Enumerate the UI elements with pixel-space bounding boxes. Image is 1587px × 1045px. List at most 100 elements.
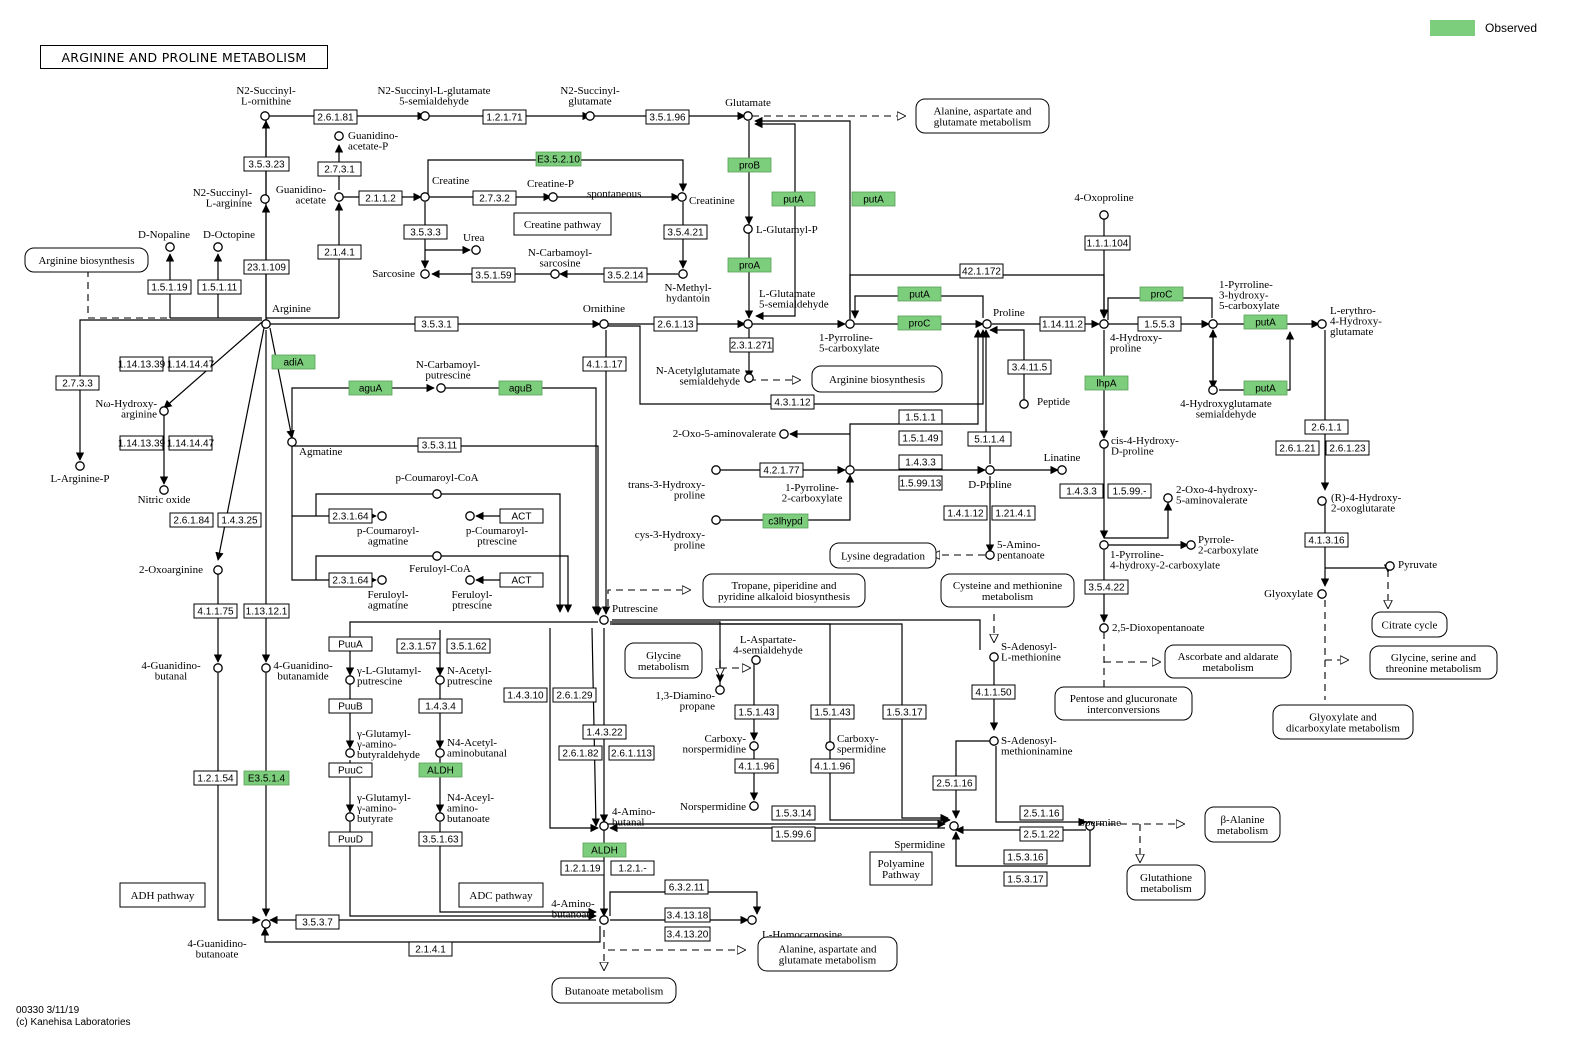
enzyme-box[interactable]: [119, 356, 164, 372]
compound-linatine[interactable]: Linatine: [1044, 452, 1081, 475]
compound-node[interactable]: [989, 736, 999, 746]
enzyme-box[interactable]: [408, 941, 453, 957]
enzyme-box-e32[interactable]: 1.14.13.39: [118, 356, 166, 372]
enzyme-box[interactable]: [472, 190, 517, 206]
enzyme-box[interactable]: [313, 109, 358, 125]
compound-node[interactable]: [1085, 821, 1095, 831]
compound-node[interactable]: [599, 915, 609, 925]
pathway-link-m2[interactable]: Creatine pathway: [513, 212, 612, 236]
pathway-link-box[interactable]: [757, 936, 898, 972]
compound-node[interactable]: [1208, 385, 1218, 395]
compound-node[interactable]: [435, 748, 445, 758]
enzyme-observed-box[interactable]: [243, 770, 290, 786]
enzyme-box[interactable]: [770, 394, 815, 410]
enzyme-box-e90[interactable]: E3.5.1.4: [243, 770, 290, 786]
compound-node[interactable]: [1186, 540, 1196, 550]
compound-node[interactable]: [345, 748, 355, 758]
compound-guanacetp[interactable]: Guanidino-acetate-P: [334, 130, 399, 153]
compound-nmethhyd[interactable]: N-Methyl-hydantoin: [664, 269, 712, 305]
enzyme-box-e46[interactable]: 2.6.1.21: [1275, 440, 1320, 456]
enzyme-box-e84[interactable]: PuuC: [328, 762, 373, 778]
compound-node[interactable]: [585, 111, 595, 121]
enzyme-box-e75[interactable]: PuuB: [328, 698, 373, 714]
enzyme-observed-box[interactable]: [418, 762, 463, 778]
enzyme-box[interactable]: [168, 435, 213, 451]
enzyme-observed-box[interactable]: [348, 380, 393, 396]
enzyme-box[interactable]: [328, 831, 373, 847]
enzyme-box[interactable]: [168, 356, 213, 372]
compound-pyruvate[interactable]: Pyruvate: [1385, 559, 1437, 571]
compound-node[interactable]: [779, 429, 789, 439]
enzyme-box[interactable]: [771, 805, 816, 821]
compound-node[interactable]: [377, 575, 387, 585]
compound-node[interactable]: [213, 663, 223, 673]
pathway-link-box[interactable]: [1371, 611, 1448, 638]
compound-node[interactable]: [1099, 319, 1109, 329]
enzyme-box-e72[interactable]: 3.5.1.62: [446, 638, 491, 654]
compound-node[interactable]: [677, 192, 687, 202]
enzyme-box[interactable]: [771, 826, 816, 842]
compound-spermine[interactable]: Spermine: [1079, 817, 1121, 831]
enzyme-box[interactable]: [734, 758, 779, 774]
enzyme-box-e95[interactable]: 1.5.99.6: [771, 826, 816, 842]
compound-hp4h2c[interactable]: 1-Pyrroline-4-hydroxy-2-carboxylate: [1099, 540, 1220, 572]
enzyme-box-e27[interactable]: proC: [1139, 286, 1184, 302]
compound-transhyd[interactable]: trans-3-Hydroxy-proline: [628, 465, 721, 502]
compound-n2sucglu[interactable]: N2-Succinyl-glutamate: [560, 85, 620, 121]
compound-oxoarginine[interactable]: 2-Oxoarginine: [139, 564, 223, 576]
compound-dnopaline[interactable]: D-Nopaline: [138, 229, 190, 252]
enzyme-box-e98[interactable]: 1.5.3.16: [1003, 849, 1048, 865]
pathway-link-box[interactable]: [1054, 686, 1193, 721]
compound-node[interactable]: [982, 319, 992, 329]
compound-node[interactable]: [711, 465, 721, 475]
compound-oxohydamv[interactable]: 2-Oxo-4-hydroxy-5-aminovalerate: [1163, 484, 1258, 507]
compound-node[interactable]: [420, 192, 430, 202]
compound-node[interactable]: [825, 741, 835, 751]
enzyme-box[interactable]: [328, 508, 373, 524]
compound-node[interactable]: [751, 655, 761, 665]
enzyme-box[interactable]: [810, 704, 855, 720]
enzyme-box-e78[interactable]: 1.5.1.43: [810, 704, 855, 720]
enzyme-box[interactable]: [317, 161, 362, 177]
enzyme-box[interactable]: [729, 337, 774, 353]
compound-node[interactable]: [599, 319, 609, 329]
enzyme-box-e31[interactable]: 2.3.1.271: [729, 337, 774, 353]
compound-cyshyd[interactable]: cys-3-Hydroxy-proline: [635, 515, 721, 552]
compound-gglutput[interactable]: γ-L-Glutamyl-putrescine: [345, 665, 422, 688]
enzyme-box-e7[interactable]: proB: [727, 157, 772, 173]
enzyme-box-e39[interactable]: aguB: [498, 380, 543, 396]
enzyme-box-e102[interactable]: 6.3.2.11: [664, 879, 709, 895]
enzyme-box[interactable]: [197, 279, 242, 295]
compound-node[interactable]: [743, 224, 753, 234]
enzyme-box-e41[interactable]: putA: [1243, 380, 1288, 396]
enzyme-observed-box[interactable]: [1243, 314, 1288, 330]
enzyme-box[interactable]: [882, 704, 927, 720]
compound-node[interactable]: [715, 685, 725, 695]
enzyme-observed-box[interactable]: [762, 513, 809, 529]
compound-rhydoxo[interactable]: (R)-4-Hydroxy-2-oxoglutarate: [1317, 492, 1402, 515]
compound-node[interactable]: [436, 383, 446, 393]
enzyme-box-e58[interactable]: 1.4.3.25: [217, 512, 262, 528]
pathway-link-box[interactable]: [829, 542, 937, 569]
enzyme-box[interactable]: [898, 430, 943, 446]
enzyme-box-e30[interactable]: putA: [1243, 314, 1288, 330]
pathway-link-box[interactable]: [1204, 806, 1281, 843]
enzyme-observed-box[interactable]: [771, 191, 816, 207]
enzyme-box-e12[interactable]: 3.5.3.3: [403, 224, 448, 240]
compound-nitricoxide[interactable]: Nitric oxide: [138, 485, 191, 506]
enzyme-observed-box[interactable]: [727, 257, 772, 273]
compound-ferulagm[interactable]: Feruloyl-agmatine: [368, 575, 409, 612]
enzyme-box-e35[interactable]: 4.1.1.17: [582, 356, 627, 372]
enzyme-box-e85[interactable]: ALDH: [418, 762, 463, 778]
pathway-link-box[interactable]: [811, 365, 943, 393]
compound-guanbutamide[interactable]: 4-Guanidino-butanamide: [261, 660, 333, 683]
enzyme-box-e91[interactable]: 1.5.3.14: [771, 805, 816, 821]
pathway-link-m3[interactable]: Arginine biosynthesis: [24, 247, 149, 273]
compound-node[interactable]: [159, 406, 169, 416]
enzyme-box-e54[interactable]: 1.5.99.13: [898, 475, 943, 491]
enzyme-box-e21[interactable]: 1.5.1.19: [147, 279, 192, 295]
